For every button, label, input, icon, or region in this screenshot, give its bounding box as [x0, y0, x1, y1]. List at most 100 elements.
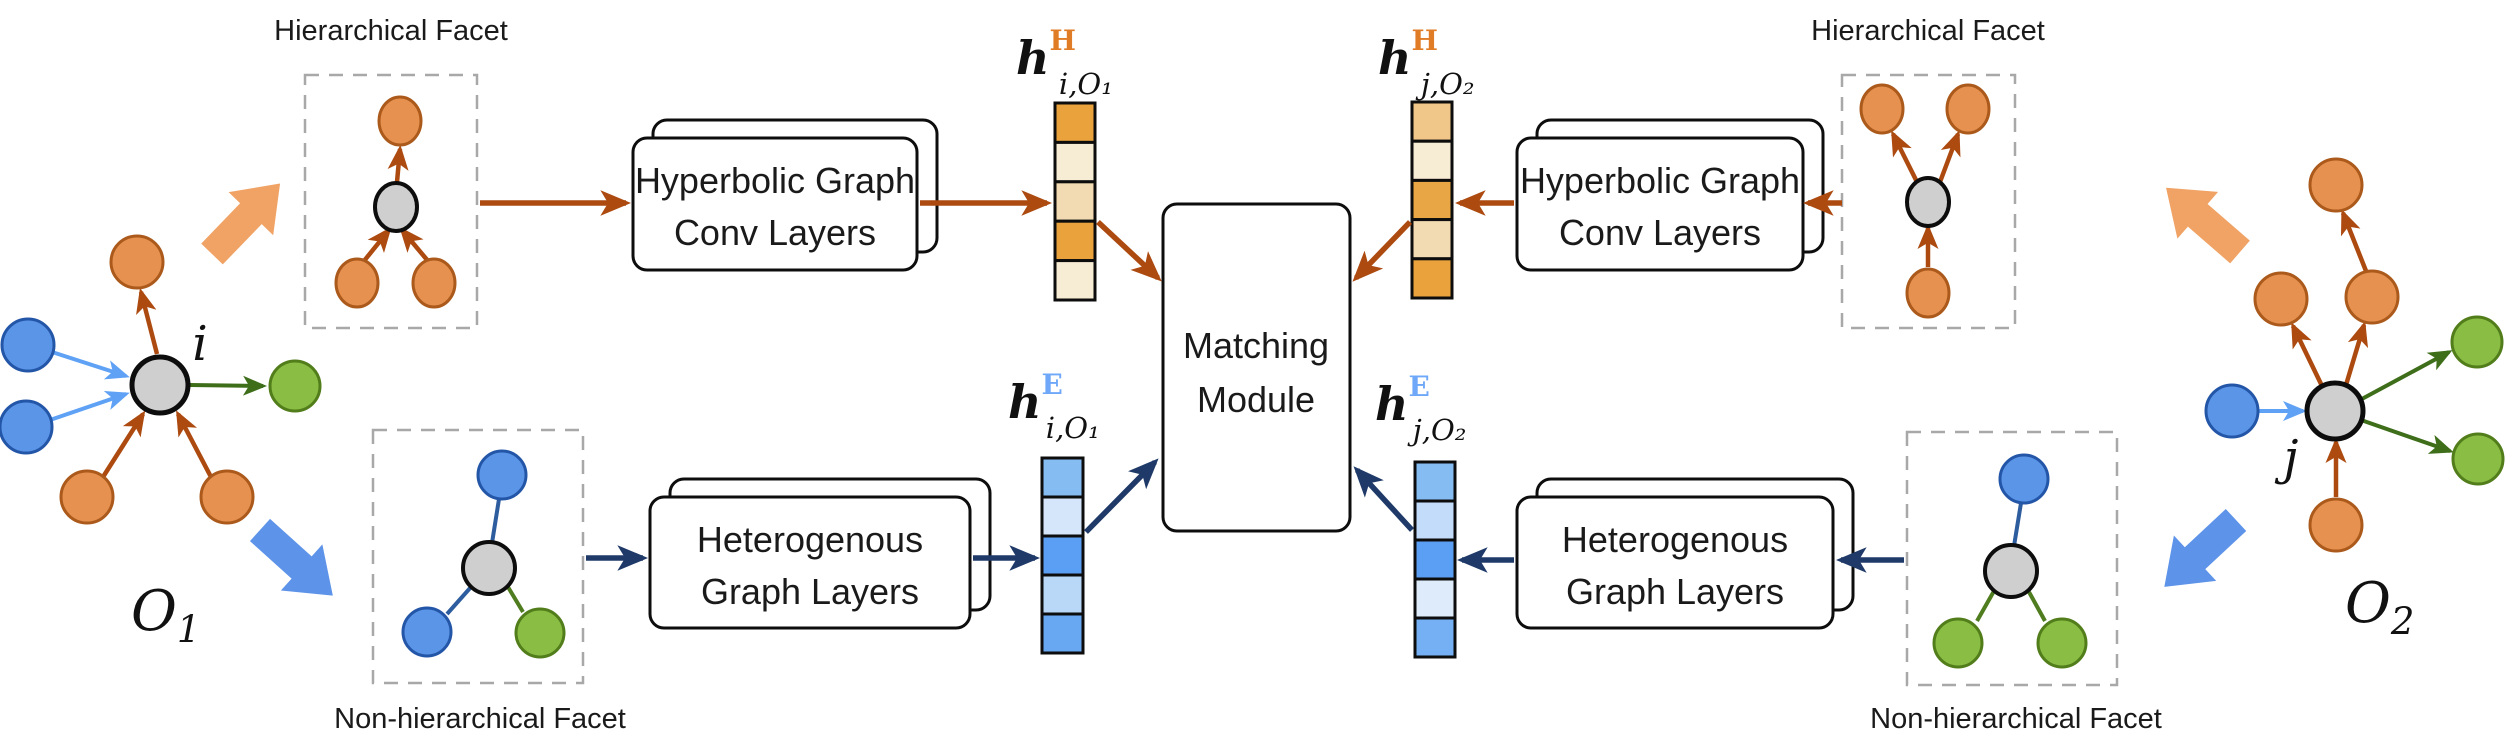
edge-i-to-green [189, 375, 267, 396]
center-node [1983, 543, 2039, 599]
hierarchical-facet-right-label: Hierarchical Facet [1811, 15, 2045, 47]
orange-node [2253, 271, 2309, 327]
node-j-label: j [2275, 430, 2299, 486]
edge-j-to-orange-parent2 [2343, 320, 2369, 386]
module-label-line2: Conv Layers [1559, 212, 1761, 253]
module-label-line1: Hyperbolic Graph [635, 160, 915, 201]
vector-cell [1053, 180, 1097, 223]
green-node [268, 359, 322, 413]
orange-node [1945, 83, 1991, 135]
matching-module-box [1161, 202, 1352, 533]
facet-edge [362, 226, 392, 263]
facet-edge [445, 585, 473, 616]
facet-split-arrow-orange-right [2145, 164, 2261, 276]
orange-node [2308, 157, 2364, 213]
blue-node [476, 449, 528, 501]
connectors [480, 190, 1904, 573]
green-node [2450, 315, 2504, 369]
orange-node [334, 257, 380, 309]
orange-node [2344, 269, 2400, 325]
facet-edge [1890, 130, 1920, 184]
orange-node [411, 257, 457, 309]
orange-node [1859, 83, 1905, 135]
center-node [1905, 176, 1951, 228]
edge-j-to-green1 [2359, 350, 2453, 402]
blue-node [0, 317, 56, 373]
facet-split-arrow-blue-right [2143, 497, 2258, 610]
orange-node [59, 469, 115, 525]
module-label-line1: Matching [1183, 325, 1329, 366]
vector-cell [1413, 577, 1457, 620]
vector-cell [1410, 139, 1454, 182]
facet-split-arrow-orange-left [189, 161, 303, 276]
arrow-vector-to-matching-top-right [1352, 220, 1412, 282]
vector-cell [1040, 495, 1085, 538]
module-label-line2: Module [1197, 379, 1315, 420]
non-hierarchical-facet-left-label: Non-hierarchical Facet [334, 703, 626, 735]
vector-cell [1040, 573, 1085, 616]
module-label-line1: Hyperbolic Graph [1520, 160, 1800, 201]
orange-node [377, 95, 423, 147]
vector-cell [1410, 100, 1454, 143]
vector-cell [1413, 460, 1457, 503]
non-hierarchical-facet-right: Non-hierarchical Facet [1870, 430, 2162, 735]
blue-node [0, 399, 54, 455]
hyperbolic-conv-module-left: Hyperbolic Graph Conv Layers [631, 118, 939, 272]
facet-edge [2027, 591, 2047, 622]
vector-cell [1053, 259, 1097, 302]
vector-cell [1410, 218, 1454, 261]
edge-blue2-to-i [49, 391, 130, 422]
edge-orange-to-i [101, 410, 146, 479]
vector-cell [1040, 612, 1085, 655]
hierarchical-facet-right: Hierarchical Facet [1811, 15, 2045, 330]
stacked-layer-front [1515, 495, 1835, 630]
facet-edge [506, 585, 525, 614]
hierarchical-facet-left-label: Hierarchical Facet [274, 15, 508, 47]
vector-cell [1040, 456, 1085, 499]
edge-orange2-to-i [176, 410, 213, 479]
orange-node [1905, 267, 1951, 319]
non-hierarchical-facet-right-label: Non-hierarchical Facet [1870, 703, 2162, 735]
graph-o1: i O1 [0, 234, 322, 651]
edge-orange-to-orange-grandparent [2340, 209, 2369, 272]
center-node [461, 540, 517, 596]
module-label-line2: Graph Layers [701, 571, 919, 612]
orange-node [2308, 497, 2364, 553]
stacked-layer-front [631, 136, 919, 272]
hierarchical-facet-left: Hierarchical Facet [274, 15, 508, 330]
hyperbolic-conv-module-right: Hyperbolic Graph Conv Layers [1515, 118, 1825, 272]
facet-edge [1937, 130, 1961, 183]
arrow-vector-to-matching-top-left [1096, 219, 1162, 282]
blue-node [401, 606, 453, 658]
facet-split-arrow-blue-left [239, 506, 354, 619]
arrow-vector-to-matching-bottom-left [1084, 458, 1159, 534]
module-label-line1: Heterogenous [1562, 519, 1788, 560]
vector-cell [1413, 616, 1457, 659]
module-label-line1: Heterogenous [697, 519, 923, 560]
edge-j-to-green2 [2360, 418, 2454, 454]
facet-edge [387, 144, 409, 183]
vector-cell [1053, 140, 1097, 184]
graph-o2: j O2 [2204, 157, 2505, 643]
center-node [373, 181, 419, 233]
non-hierarchical-facet-left-box [371, 428, 585, 685]
blue-node [2204, 383, 2260, 439]
hierarchical-facet-left-box [303, 73, 479, 330]
green-node [2036, 617, 2088, 669]
green-node [1932, 617, 1984, 669]
matching-module: Matching Module [1161, 202, 1352, 533]
green-node [514, 607, 566, 659]
stacked-layer-front [648, 495, 972, 630]
graph-o2-label: O2 [2345, 571, 2414, 643]
non-hierarchical-facet-left: Non-hierarchical Facet [334, 428, 626, 735]
